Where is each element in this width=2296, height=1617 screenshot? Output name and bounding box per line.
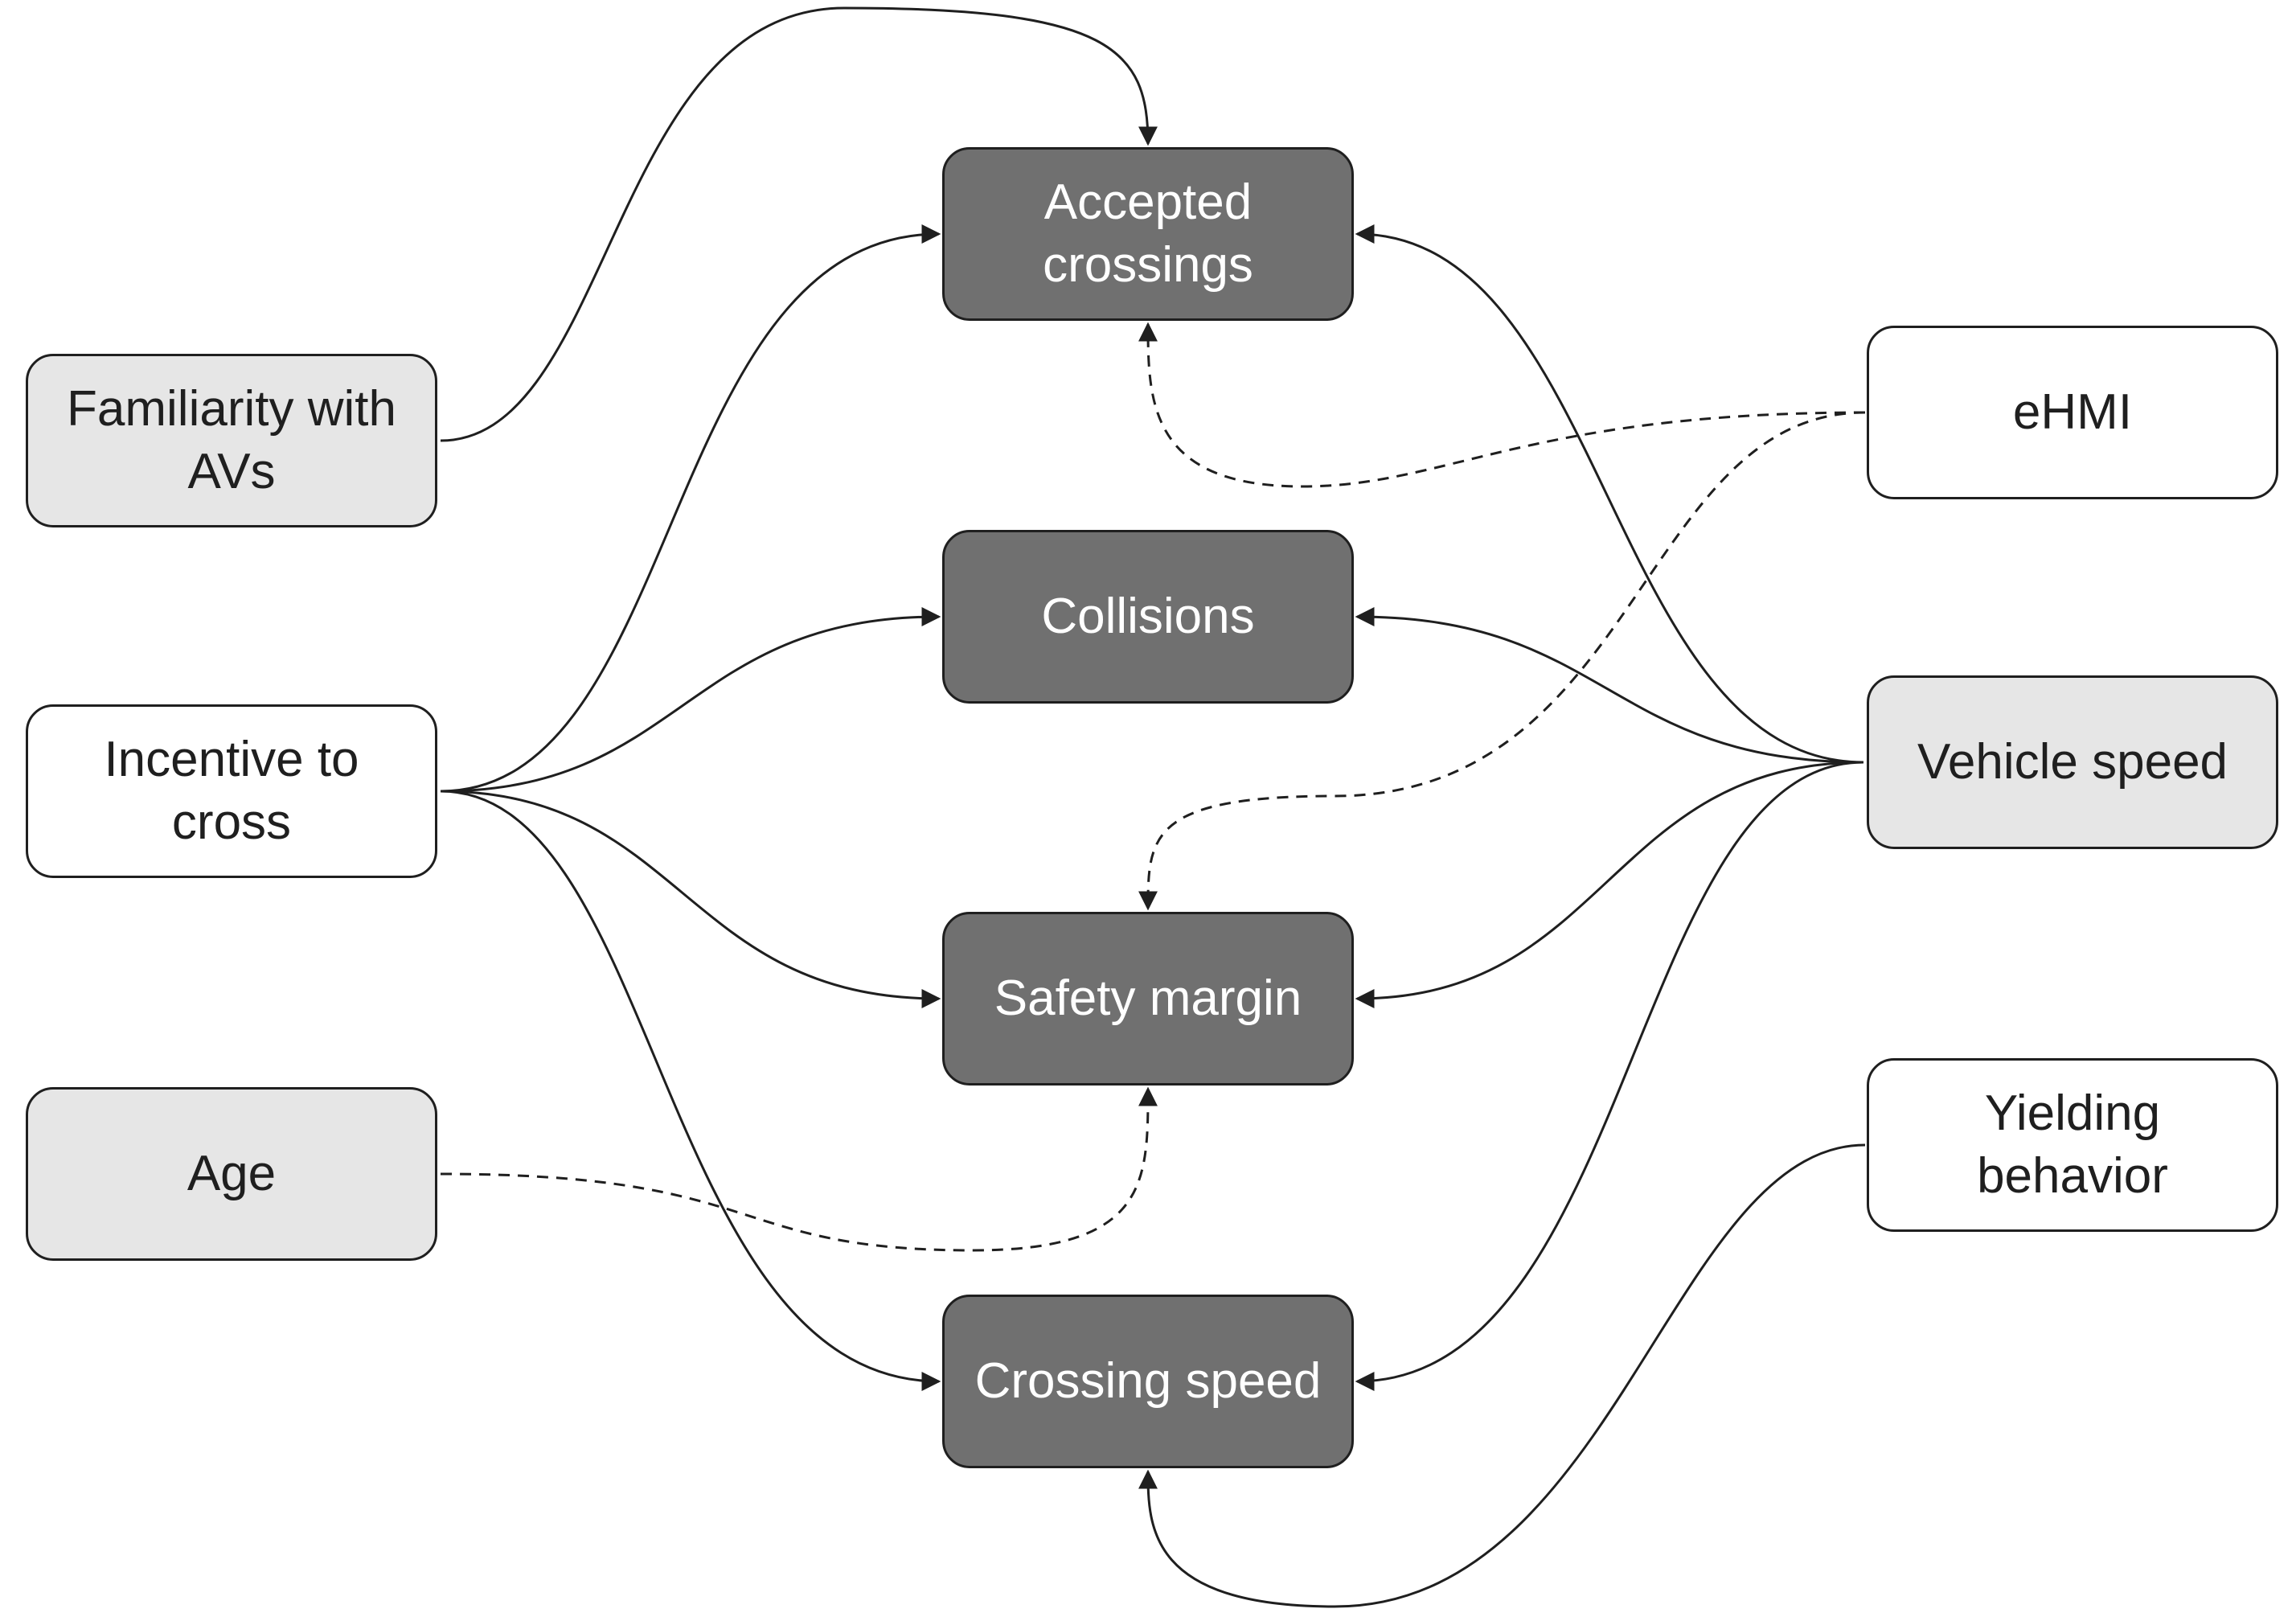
node-age-label: Age (187, 1146, 277, 1201)
edge-ehmi-to-safety-margin (1138, 411, 1866, 911)
edge-incentive-to-collisions (440, 607, 941, 793)
edge-incentive-to-crossing-speed (440, 790, 941, 1391)
node-collisions: Collisions (942, 530, 1354, 704)
node-ehmi-label: eHMI (2012, 384, 2133, 440)
node-collisions-label: Collisions (1041, 589, 1255, 644)
node-crossing-speed: Crossing speed (942, 1295, 1354, 1468)
node-vehicle-speed: Vehicle speed (1867, 675, 2278, 849)
node-age: Age (26, 1087, 437, 1261)
node-safety-margin: Safety margin (942, 912, 1354, 1086)
edge-vehicle-speed-to-collisions (1355, 607, 1864, 764)
edge-yielding-to-crossing-speed (1138, 1143, 1866, 1608)
node-crossing-speed-label: Crossing speed (974, 1353, 1322, 1409)
node-safety-margin-label: Safety margin (994, 971, 1302, 1026)
edge-incentive-to-accepted-crossings (440, 224, 941, 793)
edge-familiarity-to-accepted-crossings (440, 6, 1158, 442)
edge-incentive-to-safety-margin (440, 790, 941, 1008)
edge-ehmi-to-accepted-crossings (1138, 322, 1866, 488)
edge-vehicle-speed-to-crossing-speed (1355, 761, 1864, 1391)
edge-vehicle-speed-to-safety-margin (1355, 761, 1864, 1008)
node-vehicle-speed-label: Vehicle speed (1917, 734, 2228, 790)
edge-age-to-safety-margin (440, 1086, 1158, 1252)
edge-vehicle-speed-to-accepted-crossings (1355, 224, 1864, 764)
node-ehmi: eHMI (1867, 326, 2278, 499)
